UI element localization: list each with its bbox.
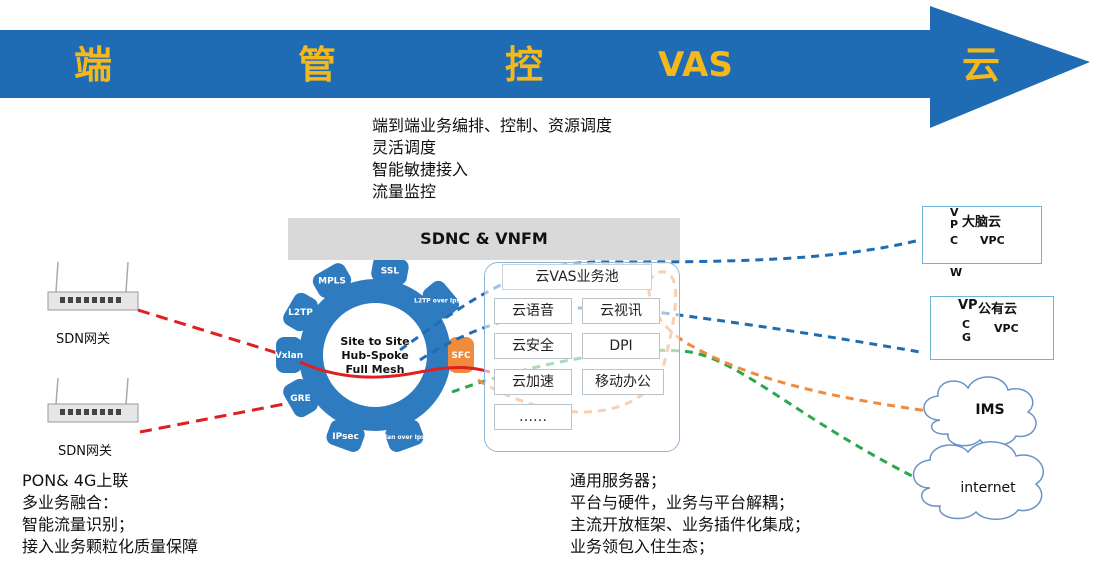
- gear-spoke-label: IPsec: [332, 432, 359, 442]
- public-cloud-vpc: VPC: [994, 322, 1019, 335]
- banner-stage-pipe: 管: [298, 43, 337, 87]
- gear-center: [323, 303, 427, 407]
- gear-spoke-label: SSL: [381, 266, 400, 276]
- gear-spoke-label: SFC: [451, 351, 471, 361]
- left-feature-item: 智能流量识别；: [22, 515, 135, 534]
- vas-pool-cell: ……: [494, 404, 572, 430]
- banner-stage-cloud: 云: [962, 43, 1001, 87]
- gear-tooth: [283, 292, 318, 332]
- gear-tooth: [326, 419, 365, 452]
- gear-center-label: Hub-Spoke: [341, 349, 408, 362]
- top-feature-item: 灵活调度: [372, 138, 437, 157]
- bottom-feature-item: 平台与硬件，业务与平台解耦；: [570, 493, 795, 512]
- gear-tooth: [283, 378, 318, 418]
- brain-cloud-letter: V: [950, 206, 959, 219]
- gateway-label: SDN网关: [56, 332, 110, 347]
- gear-spoke-label: L2TP over Ipsec: [414, 298, 468, 305]
- bottom-feature-item: 通用服务器；: [570, 471, 667, 490]
- vas-pool-cell: 云加速: [494, 369, 572, 395]
- public-cloud-letter: G: [962, 331, 972, 344]
- brain-cloud-letter: P: [950, 218, 959, 231]
- public-cloud-panel: [930, 296, 1054, 360]
- red-link-bottom: [139, 398, 306, 434]
- left-feature-list: PON& 4G上联 多业务融合： 智能流量识别； 接入业务颗粒化质量保障: [22, 470, 198, 558]
- gear-tooth: [371, 255, 409, 285]
- gear-tooth: [448, 337, 474, 373]
- gear-tooth: [312, 263, 352, 298]
- brain-cloud-title: 大脑云: [962, 215, 1002, 230]
- vas-pool-title: 云VAS业务池: [502, 264, 652, 290]
- vas-pool-cell: 移动办公: [582, 369, 664, 395]
- bottom-feature-list: 通用服务器； 平台与硬件，业务与平台解耦； 主流开放框架、业务插件化集成； 业务…: [570, 470, 810, 558]
- left-feature-item: PON& 4G上联: [22, 471, 129, 490]
- left-feature-item: 多业务融合：: [22, 493, 119, 512]
- gear-tooth: [422, 280, 460, 319]
- top-feature-item: 智能敏捷接入: [372, 160, 469, 179]
- vas-pool-cell: 云安全: [494, 333, 572, 359]
- public-cloud-letter: C: [962, 318, 971, 331]
- public-cloud-vp: VP: [958, 298, 978, 313]
- banner-arrow: [0, 6, 1090, 128]
- gear-tooth: [276, 337, 302, 373]
- brain-cloud-extra: W: [950, 266, 963, 279]
- left-feature-item: 接入业务颗粒化质量保障: [22, 537, 199, 556]
- red-link-solid: [299, 360, 491, 379]
- vas-pool-cell: 云语音: [494, 298, 572, 324]
- brain-cloud-panel: [922, 206, 1042, 264]
- gear-spoke-label: L2TP: [288, 308, 313, 318]
- internet-cloud-shape: [912, 441, 1045, 520]
- brain-cloud-vpc: VPC: [980, 234, 1005, 247]
- gear-spoke-label: Vxlan: [275, 351, 303, 361]
- internet-cloud-label: internet: [960, 480, 1016, 496]
- ims-cloud-shape: [923, 376, 1037, 447]
- top-feature-list: 端到端业务编排、控制、资源调度 灵活调度 智能敏捷接入 流量监控: [372, 115, 612, 203]
- bottom-feature-item: 主流开放框架、业务插件化集成；: [570, 515, 811, 534]
- gateway-device-2: [47, 377, 139, 423]
- gateway-label: SDN网关: [58, 444, 112, 459]
- banner-stage-control: 控: [505, 43, 544, 87]
- gear-tooth: [385, 419, 424, 452]
- brain-cloud-letter: C: [950, 234, 959, 247]
- bottom-feature-item: 业务领包入住生态；: [570, 537, 715, 556]
- banner-stage-vas: VAS: [658, 45, 733, 85]
- gear-spoke-label: MPLS: [318, 277, 346, 287]
- top-feature-item: 端到端业务编排、控制、资源调度: [372, 116, 613, 135]
- vas-pool-cell: 云视讯: [582, 298, 660, 324]
- vas-pool-cell: DPI: [582, 333, 660, 359]
- gateway-device-1: [47, 261, 139, 311]
- top-feature-item: 流量监控: [372, 182, 437, 201]
- banner-stage-terminal: 端: [74, 43, 113, 87]
- ims-cloud-label: IMS: [975, 402, 1005, 418]
- gear-center-label: Full Mesh: [346, 363, 405, 376]
- gear-center-label: Site to Site: [340, 335, 409, 348]
- gear-spoke-label: GRE: [290, 394, 310, 404]
- public-cloud-title: 公有云: [978, 302, 1018, 317]
- sdnc-vnfm-bar: SDNC & VNFM: [288, 218, 680, 260]
- gear-spoke-label: Vxlan over Ipsec: [376, 434, 432, 441]
- red-link-top: [137, 308, 301, 362]
